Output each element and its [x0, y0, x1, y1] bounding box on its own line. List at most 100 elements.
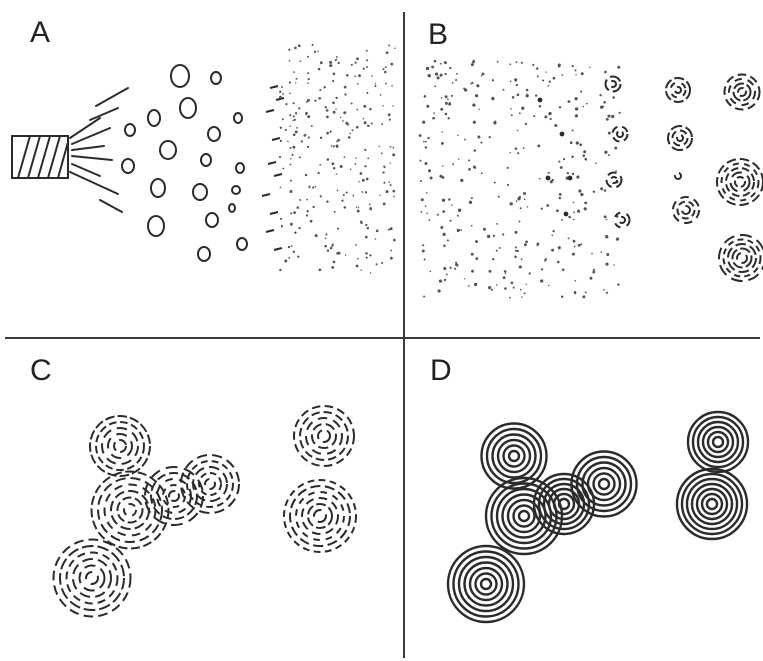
- particle-dot: [572, 65, 574, 67]
- mist-dot: [323, 86, 325, 88]
- ring: [731, 173, 750, 192]
- particle-dot: [577, 210, 580, 213]
- mist-dot: [382, 68, 384, 70]
- mist-dot: [385, 66, 387, 68]
- panel-label-d: D: [430, 356, 452, 386]
- particle-dot: [457, 229, 460, 232]
- mist-dot: [344, 86, 347, 89]
- particle-cluster: [607, 173, 622, 188]
- particle-dot: [471, 197, 473, 199]
- mist-dot: [367, 158, 369, 160]
- particle-dot: [510, 202, 513, 205]
- mist-dot: [288, 246, 290, 248]
- particle-dot: [593, 190, 595, 192]
- particle-dot: [521, 107, 524, 110]
- mist-dot: [376, 263, 378, 265]
- panel-label-b: B: [428, 20, 448, 50]
- panel-label-a: A: [30, 18, 50, 48]
- particle-dot: [440, 74, 443, 77]
- ring: [611, 177, 617, 183]
- particle-dot: [564, 212, 569, 217]
- mist-dot: [390, 146, 392, 148]
- particle-dot: [427, 137, 429, 139]
- particle-dot: [560, 166, 563, 169]
- particle-dot: [584, 201, 587, 204]
- particle-dot: [455, 263, 458, 266]
- mist-dot: [293, 211, 296, 214]
- particle-dot: [458, 209, 461, 212]
- mist-dot: [392, 190, 395, 193]
- particle-dot: [548, 112, 551, 115]
- particle-dot: [504, 270, 507, 273]
- particle-dot: [430, 271, 432, 273]
- particle-dot: [516, 84, 518, 86]
- spray-droplets: [122, 65, 284, 261]
- mist-dot: [298, 107, 300, 109]
- particle-dot: [421, 198, 424, 201]
- particle-cluster: [673, 197, 699, 223]
- mist-dot: [295, 130, 298, 133]
- particle-dot: [448, 103, 451, 106]
- panel-c-drawing: [54, 406, 357, 617]
- droplet: [122, 159, 134, 173]
- mist-dot: [301, 140, 303, 142]
- particle-dot: [496, 284, 498, 286]
- particle-dot: [469, 201, 472, 204]
- particle-dot: [440, 226, 443, 229]
- particle-dot: [430, 177, 433, 180]
- droplet: [148, 216, 164, 236]
- particle-dot: [583, 106, 585, 108]
- particle-dot: [425, 141, 427, 143]
- mist-dot: [375, 83, 376, 84]
- particle-dot: [523, 192, 526, 195]
- particle-dot: [445, 102, 448, 105]
- mist-dot: [281, 86, 283, 88]
- particle-dot: [452, 82, 454, 84]
- mist-dot: [344, 93, 346, 95]
- mist-dot: [290, 180, 292, 182]
- particle-dot: [420, 211, 422, 213]
- mist-dot: [366, 59, 368, 61]
- particle-dot: [529, 272, 531, 274]
- mist-dot: [311, 125, 313, 127]
- particle-dot: [472, 60, 475, 63]
- mist-dot: [318, 97, 321, 100]
- ring: [300, 412, 348, 460]
- mist-dot: [363, 118, 364, 119]
- ring: [124, 504, 136, 516]
- mist-dot: [337, 190, 339, 192]
- mist-dot: [291, 245, 293, 247]
- particle-dot: [578, 189, 581, 192]
- mist-dot: [292, 146, 295, 149]
- mist-dot: [333, 167, 335, 169]
- particle-dot: [561, 219, 563, 221]
- mist-dot: [306, 101, 308, 103]
- particle-dot: [526, 94, 529, 97]
- particle-dot: [481, 172, 483, 174]
- particle-cluster: [725, 75, 760, 110]
- mist-dot: [279, 156, 281, 158]
- particle-dot: [424, 95, 427, 98]
- mist-dot: [332, 80, 334, 82]
- mist-dot: [366, 92, 368, 94]
- mist-dot: [288, 257, 290, 259]
- particle-dot: [559, 193, 562, 196]
- mist-dot: [367, 227, 370, 230]
- mist-dot: [365, 224, 367, 226]
- mist-dot: [320, 195, 322, 197]
- ring: [599, 479, 609, 489]
- particle-dot: [470, 83, 472, 85]
- ring-cluster: [284, 480, 356, 552]
- mist-dot: [369, 254, 371, 256]
- mist-dot: [355, 62, 357, 64]
- mist-dot: [315, 186, 317, 188]
- particle-dot: [601, 251, 603, 253]
- mist-dot: [326, 116, 329, 119]
- particle-dot: [442, 199, 445, 202]
- mist-dot: [361, 270, 362, 271]
- particle-dot: [526, 284, 527, 285]
- particle-dot: [454, 268, 456, 270]
- mist-dot: [331, 162, 334, 165]
- mist-dot: [388, 229, 390, 231]
- particle-dot: [523, 147, 525, 149]
